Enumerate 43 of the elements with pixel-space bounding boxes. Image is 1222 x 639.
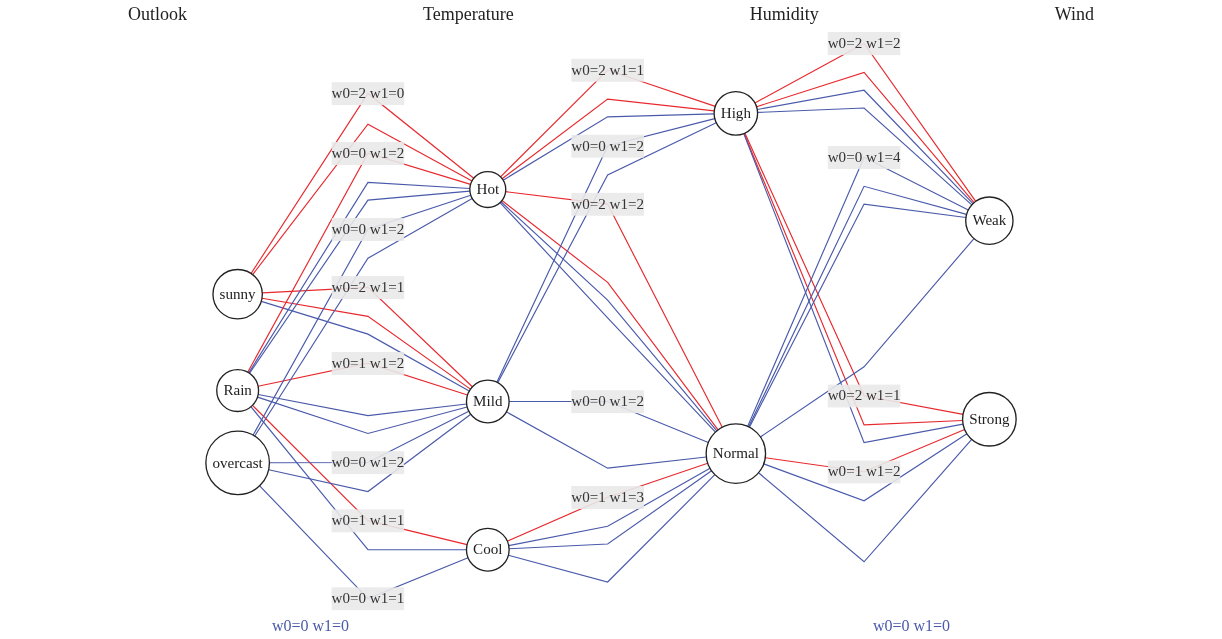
edge-label: w0=2 w1=2 bbox=[827, 34, 901, 52]
node-circle: Hot bbox=[469, 170, 507, 209]
edge-label: w0=1 w1=2 bbox=[331, 354, 405, 372]
edge-label: w0=1 w1=2 bbox=[827, 463, 901, 480]
node-circle: High bbox=[713, 90, 759, 136]
connector bbox=[268, 413, 472, 493]
edge-label: w0=2 w1=0 bbox=[331, 84, 405, 102]
edge-label: w0=0 w1=2 bbox=[331, 144, 405, 162]
column-heading: Temperature bbox=[423, 4, 514, 25]
node-circle: Normal bbox=[705, 423, 767, 484]
edge-label: w0=0 w1=4 bbox=[827, 148, 901, 166]
edge-label: w0=0 w1=2 bbox=[331, 453, 405, 471]
edge-label: w0=1 w1=1 bbox=[331, 511, 405, 529]
connector bbox=[252, 123, 473, 276]
edge-label: w0=0 w1=2 bbox=[331, 220, 405, 238]
connector bbox=[763, 433, 968, 502]
column-heading: Outlook bbox=[128, 4, 187, 25]
edge-label: w0=0 w1=1 bbox=[331, 589, 405, 607]
weight-note: w0=0 w1=0 bbox=[872, 617, 951, 635]
edge-label: w0=2 w1=1 bbox=[827, 387, 901, 405]
node-circle: Cool bbox=[465, 527, 510, 572]
edge-label: w0=2 w1=1 bbox=[571, 61, 645, 79]
node-circle: Strong bbox=[961, 391, 1017, 447]
connector bbox=[501, 98, 715, 180]
connector bbox=[256, 396, 468, 435]
column-heading: Wind bbox=[1054, 4, 1094, 25]
edge-label: w0=0 w1=2 bbox=[571, 137, 645, 155]
edge-label: w0=1 w1=3 bbox=[571, 488, 645, 506]
column-heading: Humidity bbox=[749, 4, 819, 25]
edge-label: w0=2 w1=2 bbox=[571, 195, 645, 213]
connector bbox=[758, 438, 973, 563]
connector bbox=[505, 411, 707, 469]
connector bbox=[759, 238, 975, 438]
node-circle: Weak bbox=[965, 196, 1014, 245]
weight-note: w0=0 w1=0 bbox=[271, 617, 350, 635]
connector bbox=[757, 107, 973, 206]
node-circle: Rain bbox=[216, 369, 260, 413]
edge-label: w0=0 w1=2 bbox=[571, 392, 645, 410]
node-circle: Mild bbox=[465, 379, 510, 424]
node-circle: overcast bbox=[205, 430, 271, 496]
node-circle: sunny bbox=[212, 268, 263, 320]
connector bbox=[502, 113, 715, 181]
edge-label: w0=2 w1=1 bbox=[331, 278, 405, 296]
